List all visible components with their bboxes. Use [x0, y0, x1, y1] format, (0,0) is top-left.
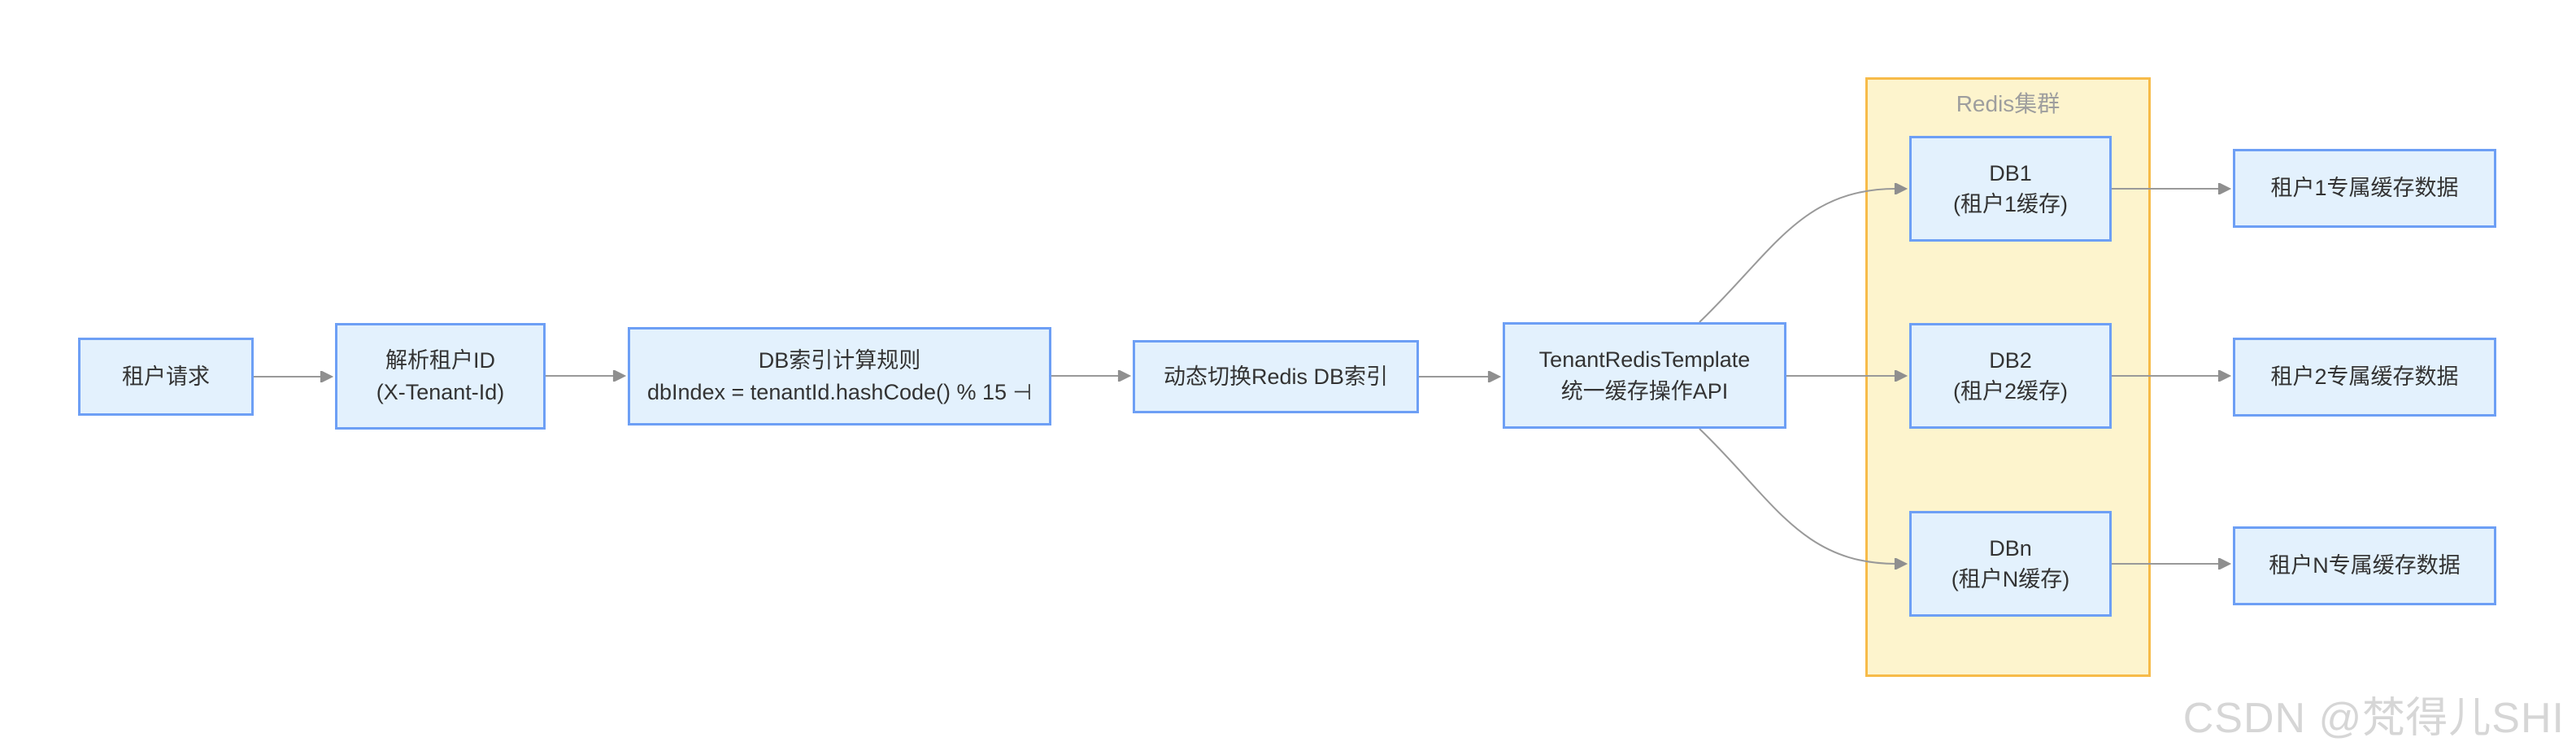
node-db2-line1: DB2: [1989, 347, 2032, 373]
node-db2: DB2 (租户2缓存): [1909, 323, 2112, 429]
node-dbn: DBn (租户N缓存): [1909, 511, 2112, 617]
node-tenantn-data-label: 租户N专属缓存数据: [2269, 553, 2461, 578]
node-parse-tenant-id-line1: 解析租户ID: [385, 348, 495, 373]
node-tenant-redis-template: TenantRedisTemplate 统一缓存操作API: [1503, 322, 1786, 429]
node-tenant2-data: 租户2专属缓存数据: [2233, 338, 2496, 417]
node-tenant1-data-label: 租户1专属缓存数据: [2270, 176, 2459, 201]
node-tenant1-data: 租户1专属缓存数据: [2233, 149, 2496, 228]
node-db1: DB1 (租户1缓存): [1909, 136, 2112, 242]
node-parse-tenant-id-line2: (X-Tenant-Id): [376, 379, 505, 404]
node-tenantn-data: 租户N专属缓存数据: [2233, 526, 2496, 605]
node-db2-line2: (租户2缓存): [1953, 379, 2068, 404]
node-db1-line1: DB1: [1989, 160, 2032, 185]
node-dynamic-switch: 动态切换Redis DB索引: [1133, 340, 1419, 413]
node-tenant-request: 租户请求: [78, 338, 254, 416]
redis-cluster-label: Redis集群: [1956, 91, 2060, 116]
node-db-index-rule-line1: DB索引计算规则: [758, 348, 921, 373]
node-dynamic-switch-label: 动态切换Redis DB索引: [1163, 364, 1389, 389]
node-dbn-line1: DBn: [1989, 535, 2032, 561]
node-tenant-request-label: 租户请求: [122, 364, 210, 389]
csdn-watermark: CSDN @梵得儿SHI: [2182, 695, 2565, 742]
node-parse-tenant-id: 解析租户ID (X-Tenant-Id): [335, 323, 546, 430]
node-tenant-redis-template-line2: 统一缓存操作API: [1560, 378, 1729, 404]
node-db1-line2: (租户1缓存): [1953, 192, 2068, 216]
node-dbn-line2: (租户N缓存): [1951, 567, 2070, 591]
node-tenant2-data-label: 租户2专属缓存数据: [2270, 364, 2459, 390]
node-db-index-rule: DB索引计算规则 dbIndex = tenantId.hashCode() %…: [628, 327, 1051, 426]
node-tenant-redis-template-line1: TenantRedisTemplate: [1538, 347, 1751, 373]
node-db-index-rule-line2: dbIndex = tenantId.hashCode() % 15 ⊣: [646, 379, 1033, 404]
